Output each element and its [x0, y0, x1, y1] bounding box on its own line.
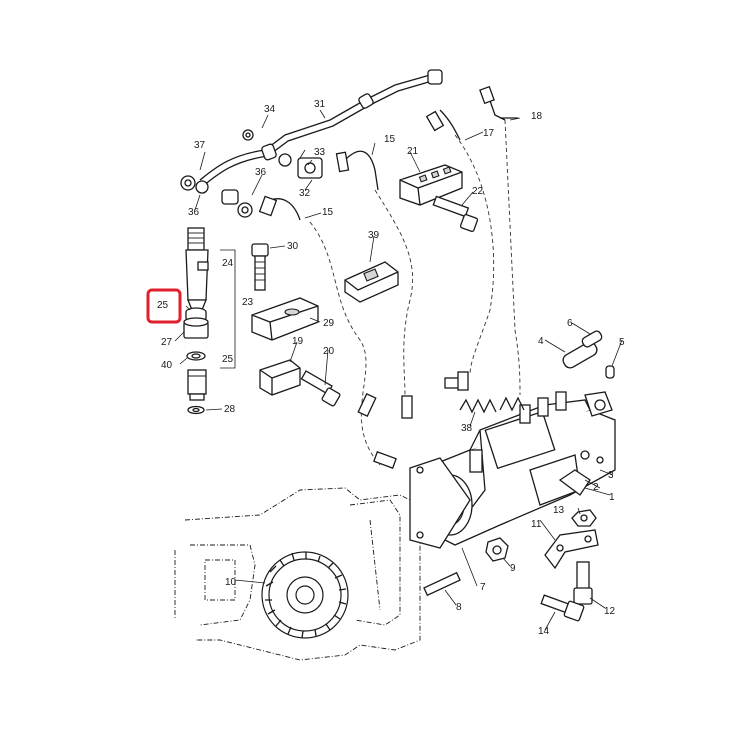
callout-9: 9: [510, 563, 516, 574]
callout-25-lower: 25: [222, 354, 234, 365]
injector-nozzle-holder: [185, 227, 209, 311]
callout-17: 17: [483, 128, 495, 139]
callout-33: 33: [314, 147, 326, 158]
nut-9: [485, 537, 509, 562]
callout-4: 4: [538, 336, 544, 347]
highlight-box: [146, 288, 182, 324]
washer-40: [186, 351, 206, 361]
callout-1: 1: [609, 492, 615, 503]
callout-3: 3: [608, 470, 614, 481]
callout-21: 21: [407, 146, 419, 157]
callout-29: 29: [323, 318, 335, 329]
callout-32: 32: [299, 188, 311, 199]
callout-labels: 34 31 37 33 15 17 18 21 36 32 22 36 15 3…: [157, 99, 625, 637]
callout-22: 22: [472, 186, 484, 197]
callout-27: 27: [161, 337, 173, 348]
nozzle-seat-25: [185, 307, 207, 323]
callout-28: 28: [224, 404, 236, 415]
callout-36-lower: 36: [188, 207, 200, 218]
callout-34: 34: [264, 104, 276, 115]
washer-28: [187, 405, 205, 415]
spring-38: [459, 396, 525, 414]
callout-15-lower: 15: [322, 207, 334, 218]
callout-6: 6: [567, 318, 573, 329]
callout-40: 40: [161, 360, 173, 371]
nut-13: [571, 509, 597, 527]
callout-13: 13: [553, 505, 565, 516]
callout-20: 20: [323, 346, 335, 357]
injector-group-bracket: [220, 249, 236, 369]
sleeve-4: [562, 341, 598, 369]
injection-pipe-15-lower: [258, 195, 301, 221]
timing-gear: [261, 551, 349, 639]
callout-36-upper: 36: [255, 167, 267, 178]
plug-5: [605, 365, 615, 379]
callout-38: 38: [461, 423, 473, 434]
bolt-22: [432, 195, 479, 233]
injection-pipe-17: [425, 109, 461, 141]
leak-off-pipe-31: [199, 69, 443, 187]
callout-31: 31: [314, 99, 326, 110]
callout-10: 10: [225, 577, 237, 588]
callout-7: 7: [480, 582, 486, 593]
callout-23: 23: [242, 297, 254, 308]
callout-8: 8: [456, 602, 462, 613]
plate-39: [344, 261, 399, 303]
callout-18: 18: [531, 111, 543, 122]
callout-24: 24: [222, 258, 234, 269]
lower-pipe-ends: [357, 371, 469, 469]
injector-clamp-29: [251, 297, 319, 341]
callout-30: 30: [287, 241, 299, 252]
injection-pump: [409, 391, 616, 549]
injection-pipe-18: [479, 85, 518, 121]
callout-15-upper: 15: [384, 134, 396, 145]
callout-14: 14: [538, 626, 550, 637]
callout-25-highlighted: 25: [157, 300, 169, 311]
callout-11: 11: [531, 519, 542, 530]
stud-8: [423, 571, 461, 597]
bolt-20: [300, 370, 341, 407]
pin-6: [581, 330, 603, 348]
callout-5: 5: [619, 337, 625, 348]
nozzle-25: [187, 369, 207, 401]
callout-37: 37: [194, 140, 206, 151]
banjo-bolt-assemblies: [180, 129, 323, 218]
bolt-14: [540, 594, 585, 622]
callout-19: 19: [292, 336, 304, 347]
callout-12: 12: [604, 606, 616, 617]
bracket-21: [399, 164, 463, 206]
callout-2: 2: [593, 482, 599, 493]
heat-shield-27: [183, 317, 209, 339]
bolt-30: [251, 243, 269, 291]
callout-39: 39: [368, 230, 380, 241]
injection-pipe-routes: [309, 119, 521, 466]
bolt-12: [573, 561, 593, 605]
bracket-19: [259, 359, 301, 396]
leader-lines: [174, 109, 623, 631]
bracket-11: [544, 529, 599, 570]
injection-pipe-15-upper: [335, 150, 379, 191]
